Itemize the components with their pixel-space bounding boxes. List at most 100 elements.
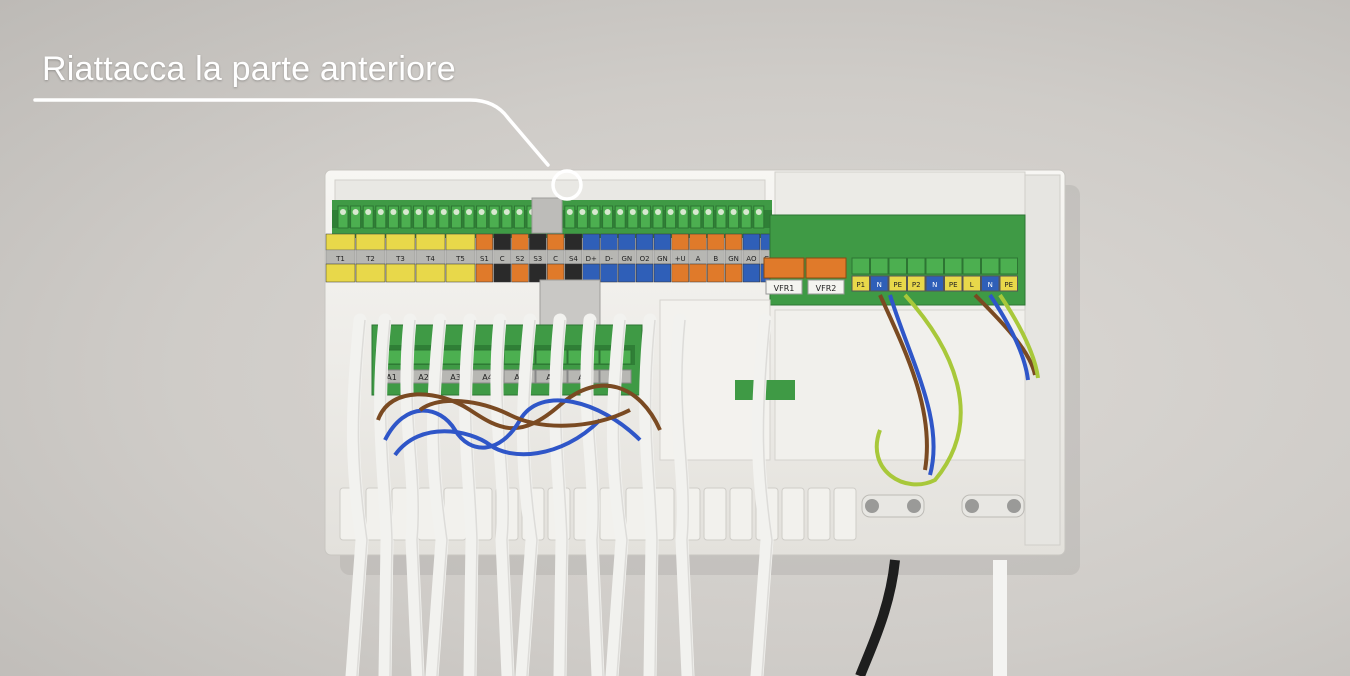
terminal-block: S2 bbox=[511, 233, 529, 283]
screw-terminal bbox=[715, 205, 727, 229]
power-label: N bbox=[988, 281, 993, 289]
screw-terminal bbox=[425, 205, 437, 229]
screw-terminal bbox=[602, 205, 614, 229]
screw-terminal bbox=[564, 205, 576, 229]
cable-shade bbox=[436, 319, 448, 676]
power-label: PE bbox=[1004, 281, 1013, 289]
callout-target-circle bbox=[551, 169, 583, 201]
terminal-block: A bbox=[689, 233, 707, 283]
terminal-label: T5 bbox=[455, 255, 465, 263]
power-terminal: PE bbox=[999, 257, 1018, 292]
terminal-label: C bbox=[500, 255, 505, 263]
terminal-label: O2 bbox=[640, 255, 650, 263]
cable-entry bbox=[703, 487, 727, 541]
actuator-label: A3 bbox=[450, 373, 461, 382]
cable-shade bbox=[469, 319, 478, 676]
terminal-label: S3 bbox=[533, 255, 542, 263]
white-cable bbox=[515, 313, 539, 676]
cable-shade bbox=[649, 319, 658, 676]
callout-title: Riattacca la parte anteriore bbox=[42, 50, 456, 88]
cable-shade bbox=[501, 319, 514, 676]
power-terminal: P1 bbox=[851, 257, 870, 292]
terminal-label: T3 bbox=[395, 255, 405, 263]
power-terminal: L bbox=[962, 257, 981, 292]
screw-terminal bbox=[488, 205, 500, 229]
power-label: P2 bbox=[912, 281, 921, 289]
white-cable bbox=[605, 313, 629, 676]
screw-terminal bbox=[337, 205, 349, 229]
cable-shade bbox=[384, 319, 393, 676]
cable-entry bbox=[833, 487, 857, 541]
screw-terminal bbox=[400, 205, 412, 229]
terminal-block: B bbox=[707, 233, 725, 283]
white-cable bbox=[374, 313, 394, 676]
screw-terminal bbox=[413, 205, 425, 229]
terminal-label: T2 bbox=[365, 255, 375, 263]
callout-leader bbox=[33, 98, 583, 201]
terminal-block: S1 bbox=[475, 233, 494, 283]
screw-terminal bbox=[387, 205, 399, 229]
terminal-block: O2 bbox=[635, 233, 654, 283]
terminal-block: D+ bbox=[582, 233, 600, 283]
relay-terminal: VFR1 bbox=[763, 257, 805, 295]
screw-terminal bbox=[614, 205, 626, 229]
power-label: PE bbox=[893, 281, 902, 289]
screw-terminal bbox=[728, 205, 740, 229]
white-cable bbox=[345, 313, 369, 676]
terminal-block: T5 bbox=[445, 233, 476, 283]
actuator-wires bbox=[376, 383, 662, 457]
terminal-block: T1 bbox=[325, 233, 356, 283]
screw-terminal bbox=[690, 205, 702, 229]
screw-terminal bbox=[576, 205, 588, 229]
screw-terminal bbox=[476, 205, 488, 229]
cable-shade bbox=[411, 319, 424, 676]
terminal-block: GN bbox=[618, 233, 636, 283]
cable-shade bbox=[526, 319, 538, 676]
screw-terminal bbox=[589, 205, 601, 229]
power-terminal: N bbox=[925, 257, 944, 292]
terminal-block: +U bbox=[671, 233, 689, 283]
terminal-label: S1 bbox=[480, 255, 489, 263]
screw-terminal bbox=[652, 205, 664, 229]
black-cable bbox=[855, 559, 900, 676]
power-terminal: N bbox=[981, 257, 1000, 292]
cable-entry bbox=[781, 487, 805, 541]
screw-terminal bbox=[665, 205, 677, 229]
relay-label: VFR1 bbox=[774, 284, 795, 293]
screw-terminal bbox=[463, 205, 475, 229]
power-terminal: N bbox=[870, 257, 889, 292]
terminal-label: D+ bbox=[586, 255, 597, 263]
terminal-label: C bbox=[553, 255, 558, 263]
power-wires bbox=[874, 293, 1040, 487]
cable-shade bbox=[356, 319, 368, 676]
terminal-label: GN bbox=[657, 255, 668, 263]
terminal-label: S4 bbox=[569, 255, 578, 263]
terminal-label: D- bbox=[605, 255, 613, 263]
power-label: L bbox=[970, 281, 974, 289]
terminal-label: AO bbox=[746, 255, 757, 263]
terminal-label: GN bbox=[728, 255, 739, 263]
screw-terminal bbox=[513, 205, 525, 229]
housing-compartments bbox=[659, 299, 1026, 461]
white-cable bbox=[490, 313, 515, 676]
screw-terminal bbox=[740, 205, 752, 229]
cable-shade bbox=[591, 319, 604, 676]
terminal-block: GN bbox=[653, 233, 672, 283]
terminal-label: B bbox=[713, 255, 718, 263]
terminal-block: C bbox=[546, 233, 565, 283]
white-cable bbox=[750, 313, 774, 676]
white-cable bbox=[425, 313, 449, 676]
actuator-label: A1 bbox=[386, 373, 397, 382]
screw-terminal bbox=[627, 205, 639, 229]
screw-terminal bbox=[362, 205, 374, 229]
screw-terminal bbox=[702, 205, 714, 229]
terminal-block: D- bbox=[600, 233, 618, 283]
screw-terminal bbox=[501, 205, 513, 229]
cable-shade bbox=[681, 319, 694, 676]
terminal-label: +U bbox=[675, 255, 686, 263]
terminal-block: GN bbox=[724, 233, 743, 283]
power-terminal: PE bbox=[888, 257, 907, 292]
power-label: P1 bbox=[856, 281, 865, 289]
